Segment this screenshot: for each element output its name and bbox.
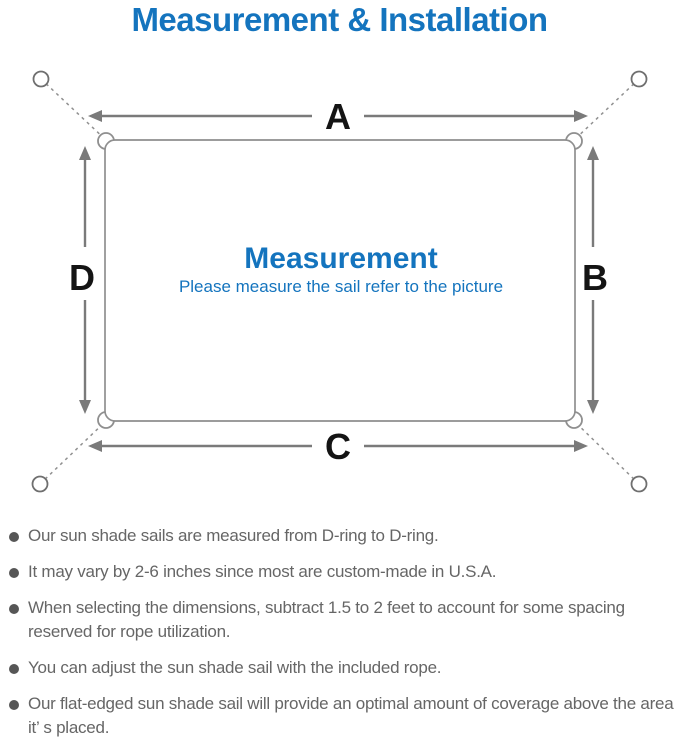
anchor-point-bottom-left <box>31 475 49 493</box>
bullet-icon <box>9 604 19 614</box>
rope-dashed-line-top-right <box>572 78 640 142</box>
note-text: Our flat-edged sun shade sail will provi… <box>28 694 674 737</box>
height-arrow-left <box>79 146 91 414</box>
dim-label-d: D <box>69 257 95 298</box>
note-item: You can adjust the sun shade sail with t… <box>8 656 675 680</box>
diagram-center-subtitle: Please measure the sail refer to the pic… <box>179 277 503 296</box>
bullet-icon <box>9 664 19 674</box>
note-item: When selecting the dimensions, subtract … <box>8 596 675 644</box>
note-text: Our sun shade sails are measured from D-… <box>28 526 439 545</box>
anchor-point-top-right <box>630 70 648 88</box>
bullet-icon <box>9 700 19 710</box>
width-arrow-top <box>88 110 588 122</box>
rope-dashed-line-bottom-left <box>39 419 108 485</box>
height-arrow-right <box>587 146 599 414</box>
notes-list: Our sun shade sails are measured from D-… <box>8 524 675 739</box>
bullet-icon <box>9 532 19 542</box>
rope-dashed-line-bottom-right <box>572 419 640 485</box>
rope-dashed-line-top-left <box>40 78 108 142</box>
dim-label-c: C <box>325 426 351 467</box>
note-text: It may vary by 2-6 inches since most are… <box>28 562 497 581</box>
dim-label-b: B <box>582 257 608 298</box>
diagram-center-title: Measurement <box>244 242 437 275</box>
note-item: Our flat-edged sun shade sail will provi… <box>8 692 675 739</box>
anchor-point-top-left <box>32 70 50 88</box>
note-text: You can adjust the sun shade sail with t… <box>28 658 442 677</box>
anchor-point-bottom-right <box>630 475 648 493</box>
page-title: Measurement & Installation <box>131 1 548 38</box>
dim-label-a: A <box>325 96 351 137</box>
note-item: It may vary by 2-6 inches since most are… <box>8 560 675 584</box>
note-item: Our sun shade sails are measured from D-… <box>8 524 675 548</box>
bullet-icon <box>9 568 19 578</box>
note-text: When selecting the dimensions, subtract … <box>28 598 625 641</box>
width-arrow-bottom <box>88 440 588 452</box>
sail-panel <box>104 139 576 422</box>
